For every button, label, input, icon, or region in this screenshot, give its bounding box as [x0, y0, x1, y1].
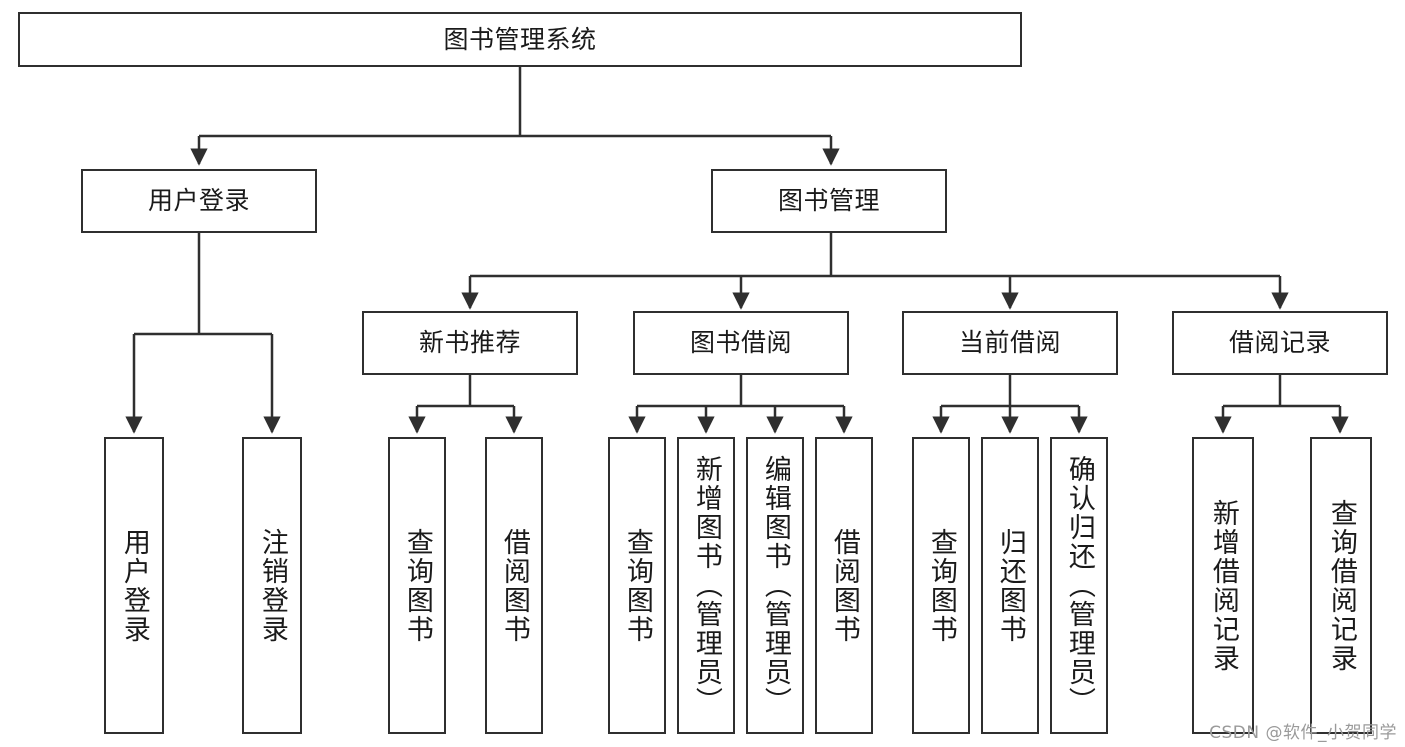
node-borrow-record[interactable]: 借阅记录	[1172, 311, 1388, 375]
leaf-add-book-admin[interactable]: 新增图书（管理员）	[677, 437, 735, 734]
node-label: 查询图书	[621, 527, 653, 644]
leaf-borrow-book[interactable]: 借阅图书	[815, 437, 873, 734]
node-label: 图书管理	[777, 186, 880, 215]
node-label: 图书借阅	[689, 328, 792, 357]
watermark: CSDN @软件_小贺同学	[1209, 723, 1397, 743]
node-root-book-management-system[interactable]: 图书管理系统	[18, 12, 1022, 67]
node-user-login[interactable]: 用户登录	[81, 169, 317, 233]
leaf-edit-book-admin[interactable]: 编辑图书（管理员）	[746, 437, 804, 734]
node-label: 归还图书	[994, 527, 1026, 644]
node-label: 用户登录	[147, 186, 250, 215]
leaf-query-book-current[interactable]: 查询图书	[912, 437, 970, 734]
node-label: 借阅记录	[1228, 328, 1331, 357]
node-label: 新增图书（管理员）	[690, 455, 722, 716]
leaf-logout[interactable]: 注销登录	[242, 437, 302, 734]
node-label: 注销登录	[256, 527, 288, 644]
node-label: 查询图书	[401, 527, 433, 644]
node-label: 新书推荐	[418, 328, 521, 357]
node-book-management[interactable]: 图书管理	[711, 169, 947, 233]
node-label: 新增借阅记录	[1207, 498, 1239, 673]
node-label: 借阅图书	[498, 527, 530, 644]
node-label: 查询借阅记录	[1325, 498, 1357, 673]
node-new-book-recommend[interactable]: 新书推荐	[362, 311, 578, 375]
node-label: 借阅图书	[828, 527, 860, 644]
node-current-borrow[interactable]: 当前借阅	[902, 311, 1118, 375]
node-label: 确认归还（管理员）	[1063, 455, 1095, 716]
leaf-query-borrow-record[interactable]: 查询借阅记录	[1310, 437, 1372, 734]
leaf-confirm-return-admin[interactable]: 确认归还（管理员）	[1050, 437, 1108, 734]
leaf-add-borrow-record[interactable]: 新增借阅记录	[1192, 437, 1254, 734]
node-label: 用户登录	[118, 527, 150, 644]
node-label: 图书管理系统	[443, 24, 597, 54]
node-label: 编辑图书（管理员）	[759, 455, 791, 716]
node-label: 查询图书	[925, 527, 957, 644]
leaf-return-book[interactable]: 归还图书	[981, 437, 1039, 734]
leaf-borrow-book-recommend[interactable]: 借阅图书	[485, 437, 543, 734]
node-label: 当前借阅	[958, 328, 1061, 357]
leaf-query-book-recommend[interactable]: 查询图书	[388, 437, 446, 734]
leaf-user-login[interactable]: 用户登录	[104, 437, 164, 734]
leaf-query-book-borrow[interactable]: 查询图书	[608, 437, 666, 734]
node-book-borrow[interactable]: 图书借阅	[633, 311, 849, 375]
